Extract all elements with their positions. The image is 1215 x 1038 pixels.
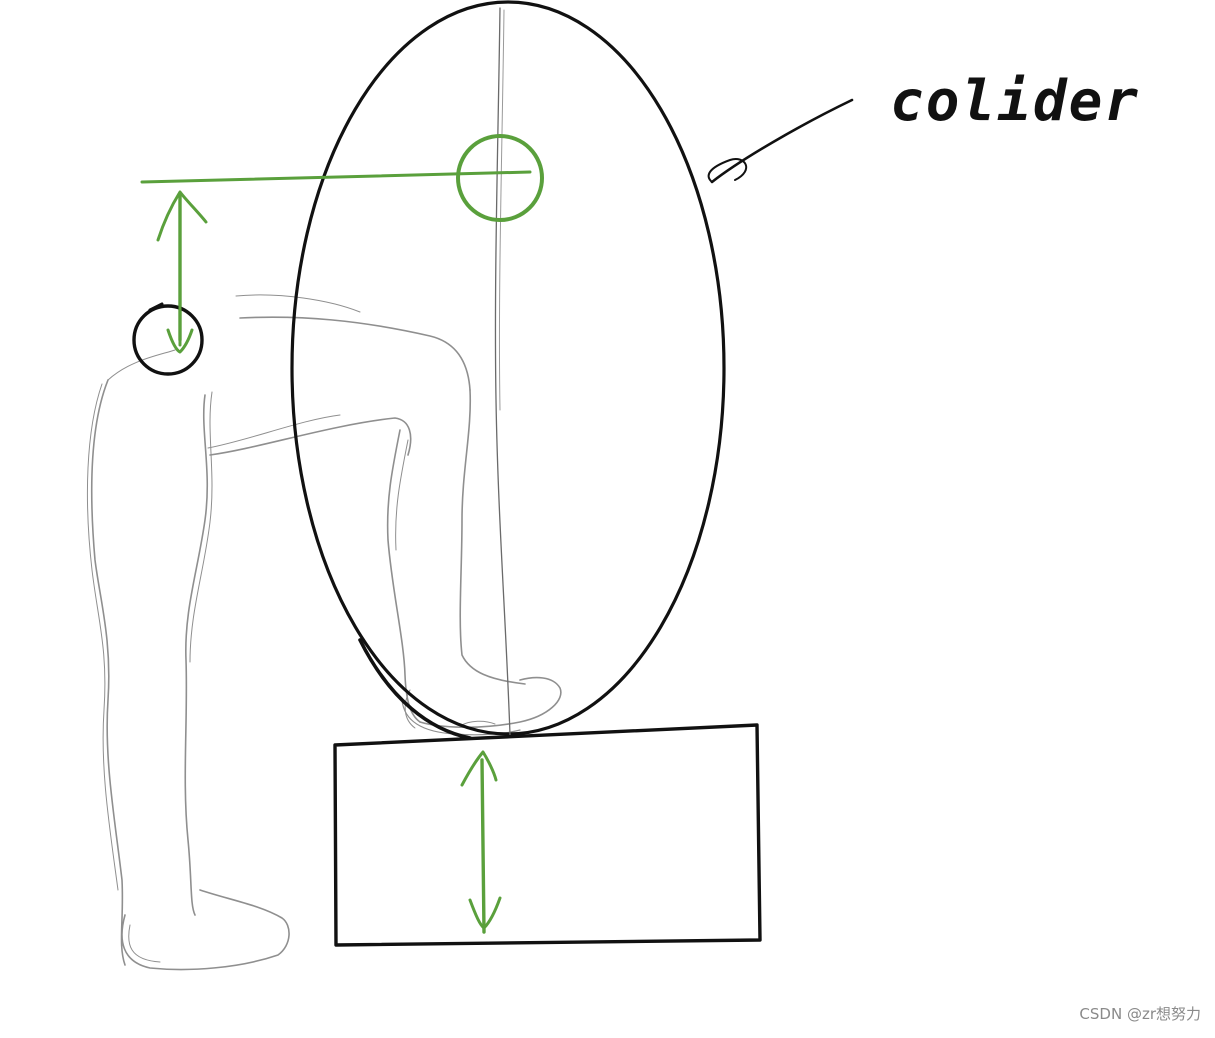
step-box (333, 723, 762, 947)
collider-center-marker (456, 134, 544, 222)
raised-shin-front (459, 389, 526, 685)
box-arrow-head-up (460, 750, 498, 787)
raised-thigh-bottom (209, 417, 412, 456)
collider-ellipse (290, 0, 726, 736)
collider-pointer-hook (707, 158, 748, 183)
collider-lower-arc (358, 638, 472, 740)
collider-label: colider (890, 69, 1140, 134)
collider-axis-2 (498, 9, 505, 411)
raised-shin-back-2 (395, 439, 409, 551)
hip-circle (132, 304, 204, 376)
standing-foot (121, 889, 290, 971)
hip-marker (132, 298, 204, 376)
standing-leg-back-outline (90, 379, 126, 966)
hip-circle-tick (148, 302, 164, 312)
standing-thigh-top (107, 349, 176, 381)
height-reference-line (140, 170, 532, 184)
raised-shin-back (386, 429, 421, 723)
raised-thigh-top-2 (235, 294, 361, 313)
raised-foot (419, 676, 562, 729)
standing-foot-2 (128, 924, 161, 963)
standing-leg-front-outline-2 (189, 391, 213, 663)
left-arrow-head-down (166, 328, 194, 354)
collider (290, 0, 726, 740)
raised-thigh-top (239, 316, 471, 391)
box-arrow-head-down (468, 896, 502, 930)
left-arrow-head-up (156, 190, 208, 242)
watermark: CSDN @zr想努力 (1079, 1005, 1201, 1023)
raised-thigh-bottom-2 (207, 414, 341, 449)
collider-label-group: colider (707, 69, 1140, 184)
standing-leg-back-outline-2 (86, 383, 119, 891)
standing-leg-front-outline (184, 394, 209, 916)
box-arrow-shaft (480, 758, 486, 934)
leg-sketch (86, 294, 562, 971)
collider-pointer-line (710, 98, 854, 184)
step-box-outline (333, 723, 762, 947)
